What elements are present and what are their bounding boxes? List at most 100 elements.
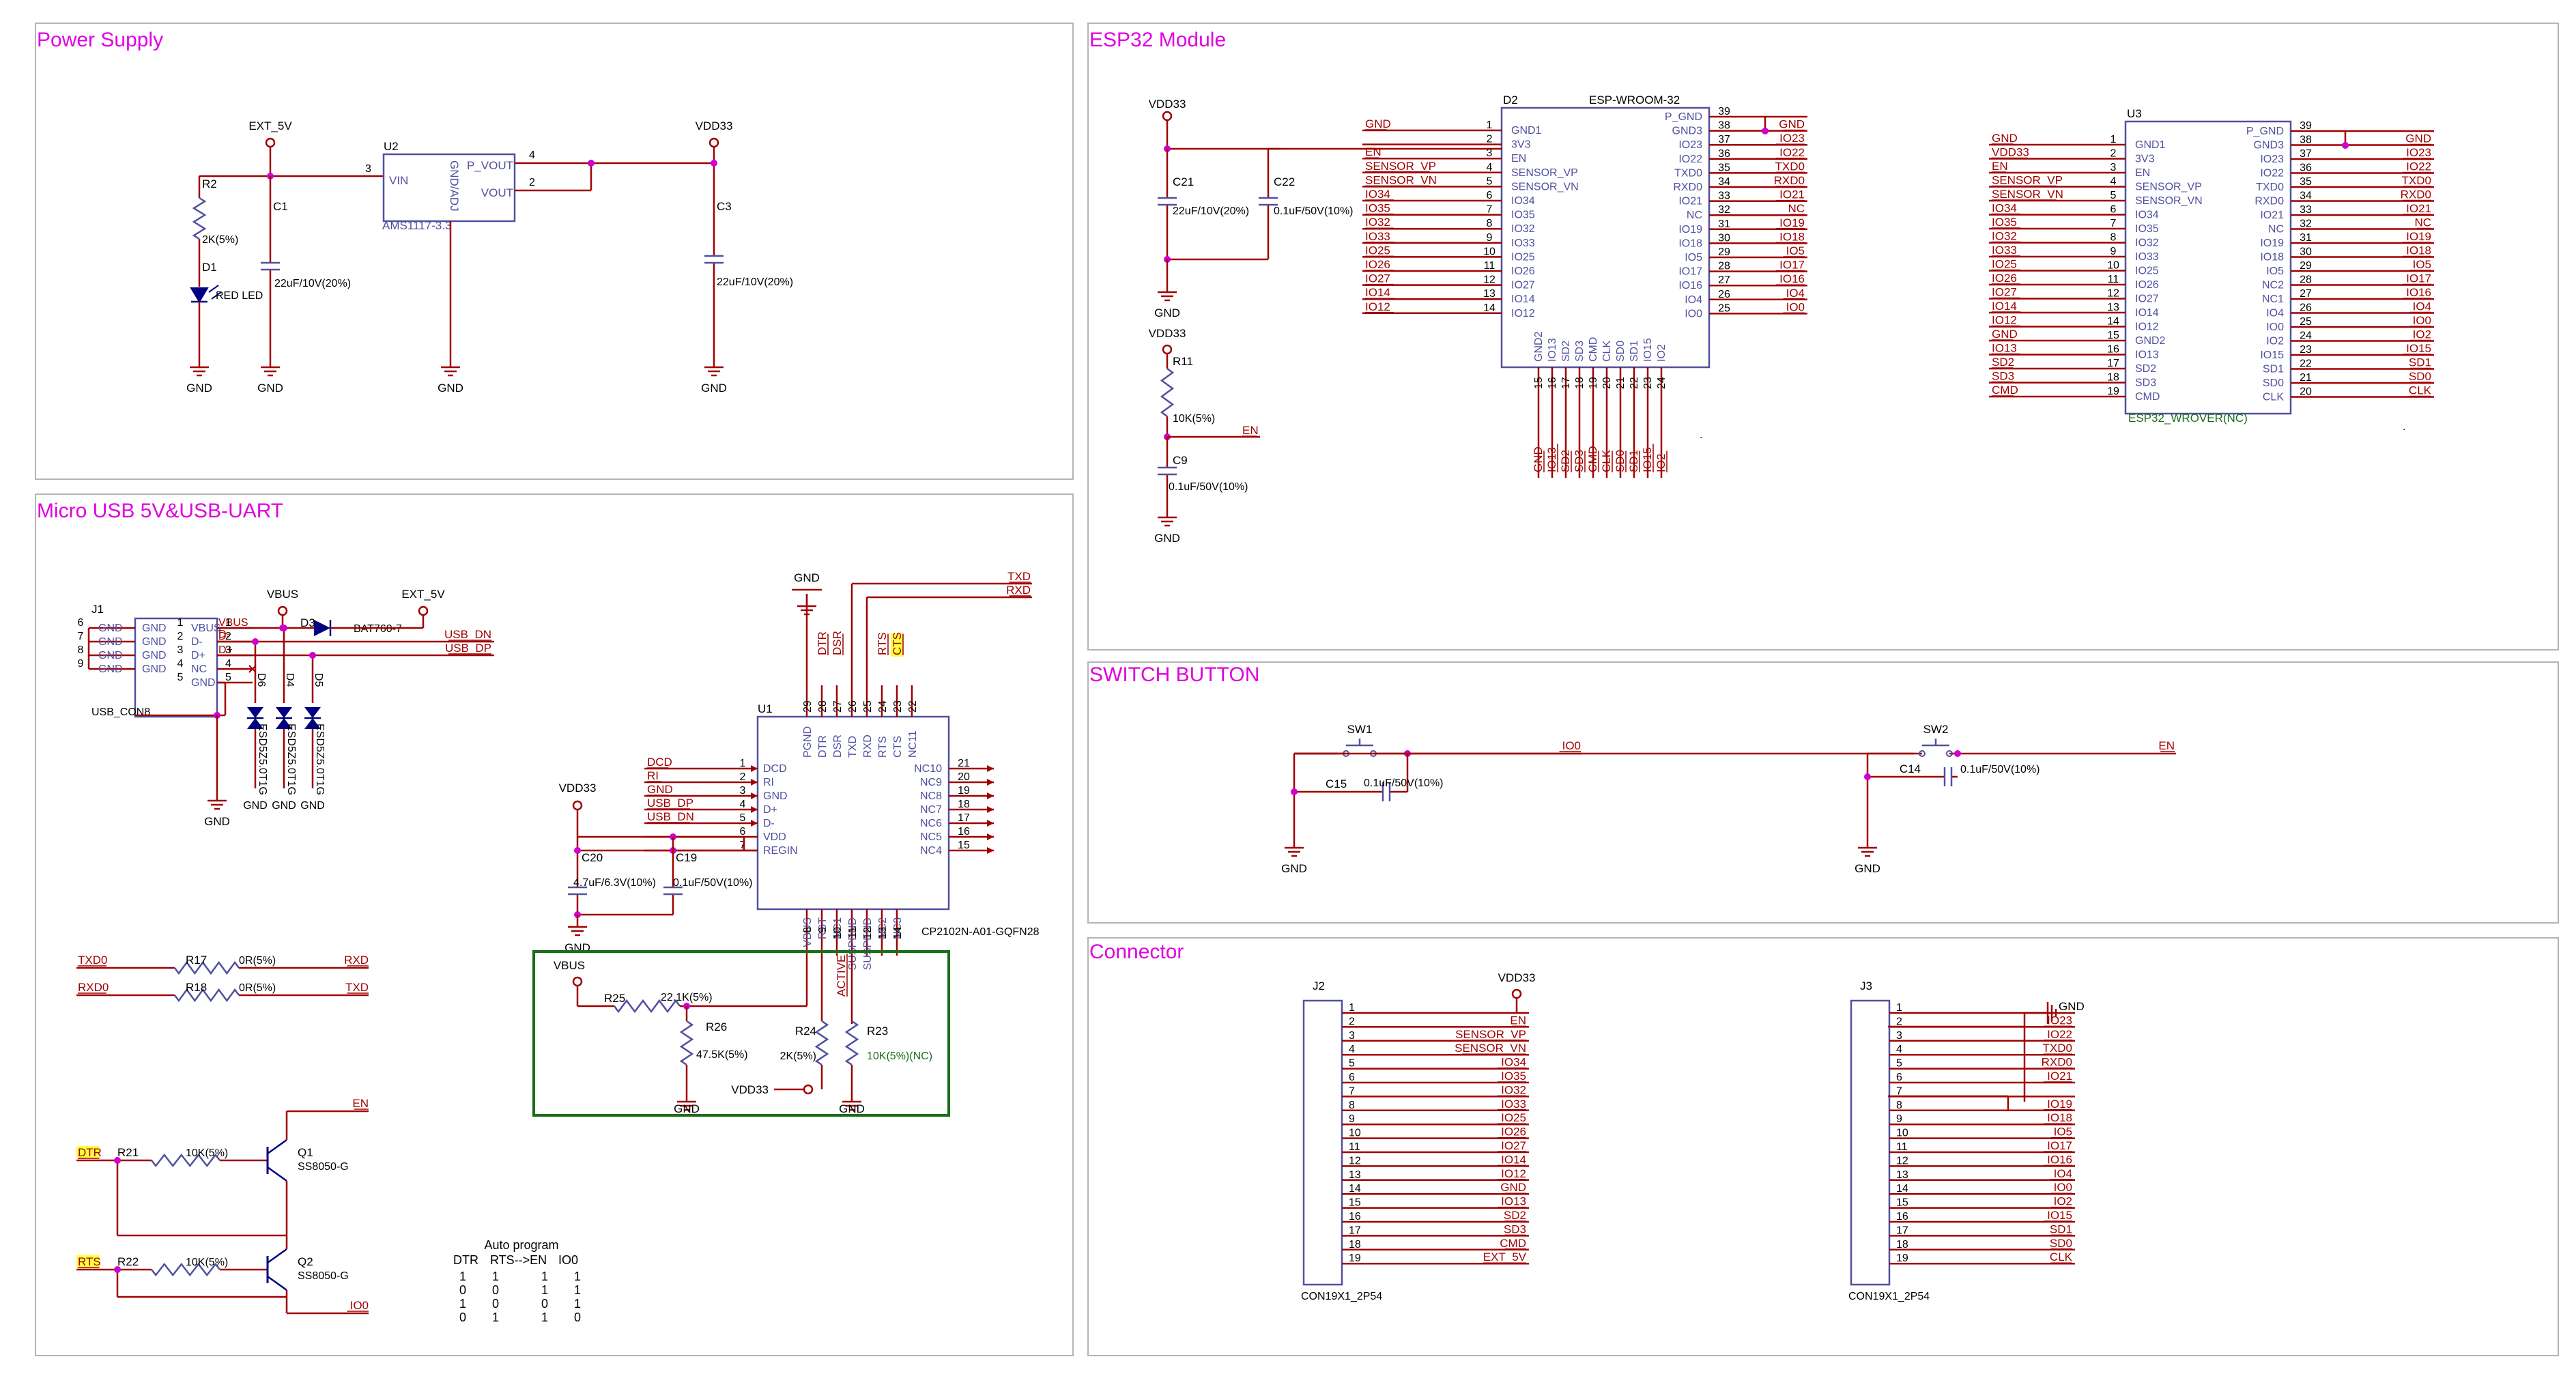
label: RTS [877, 736, 889, 758]
label: 18 [2107, 372, 2119, 384]
label: C15 [1326, 777, 1347, 790]
label: R21 [117, 1146, 139, 1159]
label: 19 [2107, 386, 2119, 397]
label: 37 [1718, 134, 1730, 145]
label: SD0 [1615, 341, 1627, 362]
label: 9 [1896, 1113, 1902, 1125]
net-label: IO33 [1365, 230, 1390, 243]
label: 6 [78, 617, 84, 629]
net-label: RXD0 [1774, 174, 1805, 187]
label: IO35 [2135, 223, 2159, 235]
label: VIN [389, 174, 408, 187]
label: 3 [2110, 162, 2117, 173]
esd-diode [247, 707, 263, 718]
net-label: IO17 [2406, 272, 2431, 285]
label: 29 [1718, 246, 1730, 258]
ground-label: GND [257, 382, 283, 395]
label: DTR [453, 1253, 478, 1267]
label: 14 [1349, 1183, 1361, 1195]
label: NC2 [2262, 280, 2284, 291]
net-label: IO17 [1779, 259, 1805, 272]
label: D+ [763, 804, 777, 816]
label: 1 [459, 1297, 466, 1311]
label: IO33 [1511, 238, 1535, 249]
label: DTR [817, 735, 829, 758]
net-label: IO12 [1501, 1167, 1526, 1180]
label: IO26 [1511, 266, 1535, 277]
label: NC1 [832, 917, 844, 939]
esd-diode [304, 707, 321, 718]
net-label: IO12 [1992, 314, 2017, 327]
label: GND1 [2135, 139, 2166, 151]
net-label: EXT_5V [1483, 1250, 1527, 1263]
section-title-power: Power Supply [37, 29, 163, 51]
label: 29 [2300, 260, 2312, 272]
net-label: IO15 [2047, 1209, 2072, 1222]
label: IO25 [2135, 266, 2159, 277]
label: IO12 [1511, 308, 1535, 319]
net-label: D+ [218, 644, 233, 656]
label: 22uF/10V(20%) [1173, 205, 1249, 217]
label: IO14 [1511, 294, 1535, 305]
label: 13 [1349, 1169, 1361, 1181]
label: 31 [1718, 218, 1730, 230]
label: U2 [384, 140, 399, 153]
label: 1 [459, 1270, 466, 1283]
label: 2 [1487, 134, 1493, 145]
label: 24 [877, 700, 889, 713]
label: RXD0 [2255, 196, 2284, 208]
junction [1864, 773, 1871, 780]
ground-label: GND [438, 382, 463, 395]
net-label: SD2 [1559, 450, 1572, 472]
label: 23 [892, 700, 904, 713]
label: D+ [191, 650, 205, 661]
net-label: NC [1788, 202, 1805, 215]
pin-arrow [751, 806, 758, 813]
net-label: IO33 [1501, 1098, 1526, 1111]
pin-arrow [987, 833, 994, 840]
power-port [1162, 111, 1173, 121]
label: 27 [1718, 274, 1730, 286]
label: 18 [958, 799, 970, 810]
label: 18 [1896, 1239, 1908, 1250]
net-label: IO27 [1365, 272, 1390, 285]
label: 27 [832, 700, 844, 713]
label: 16 [1896, 1211, 1908, 1222]
label: PGND [802, 726, 814, 758]
net-label: IO27 [1992, 286, 2017, 299]
label: AMS1117-3.3 [382, 219, 451, 232]
label: SENSOR_VP [1511, 167, 1578, 179]
label: EXT_5V [401, 588, 445, 601]
label: IO26 [2135, 279, 2159, 291]
label: 19 [1896, 1253, 1908, 1264]
pin-name: GND [142, 623, 167, 634]
junction [309, 652, 316, 659]
label: D- [763, 818, 775, 829]
net-label: EN [2158, 739, 2175, 752]
net-label: DTR [78, 1146, 102, 1159]
ground-label: GND [1154, 306, 1180, 319]
net-label: GND [1532, 446, 1545, 472]
net-label: IO0 [1562, 739, 1581, 752]
net-label: SENSOR_VP [1365, 160, 1436, 173]
net-label: IO22 [2047, 1028, 2072, 1041]
label: CMD [2135, 391, 2160, 403]
label: 9 [1487, 232, 1493, 244]
label: 22.1K(5%) [661, 992, 713, 1003]
net-label: SENSOR_VN [1992, 188, 2063, 201]
pin-num: 4 [225, 658, 231, 670]
junction [1762, 128, 1769, 134]
label: CON19X1_2P54 [1848, 1291, 1930, 1302]
label: IO19 [1678, 224, 1702, 235]
label: 4.7uF/6.3V(10%) [573, 877, 656, 889]
esp32-module: VDD33C2122uF/10V(20%)C220.1uF/50V(10%)GN… [1149, 94, 2434, 545]
label: 28 [817, 700, 829, 713]
net-label: IO0 [2054, 1181, 2072, 1194]
label: 19 [1588, 377, 1599, 389]
label: 47.5K(5%) [696, 1049, 748, 1061]
label: GND [98, 650, 123, 661]
label: 0 [541, 1297, 548, 1311]
junction [114, 1266, 121, 1273]
label: 20 [2300, 386, 2312, 398]
label: 17 [958, 812, 970, 824]
